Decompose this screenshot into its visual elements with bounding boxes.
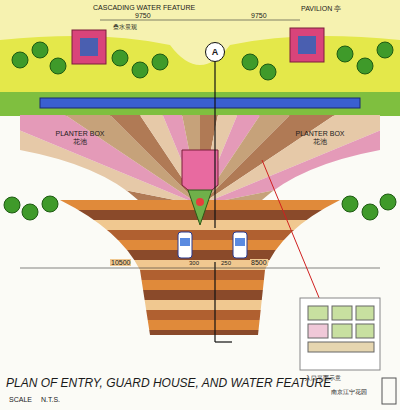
section-line xyxy=(215,341,232,342)
stamp xyxy=(382,378,396,404)
section-callout: A xyxy=(205,42,225,62)
note-label: SCALE xyxy=(8,396,33,403)
planter-box: PLANTER BOX花池 xyxy=(280,128,360,148)
note-label: 叠水景观 xyxy=(112,23,138,32)
dimension-label: 10500 xyxy=(110,259,131,266)
dimension-label: 250 xyxy=(220,260,232,266)
leader-line xyxy=(262,160,320,300)
dimension-line xyxy=(20,268,380,269)
note-label: PAVILION 亭 xyxy=(300,4,342,14)
node-text: 花池 xyxy=(284,138,356,146)
lawn-ground xyxy=(0,0,400,95)
note-label: 南京江宁花园 xyxy=(330,388,368,397)
node-text: PLANTER BOX xyxy=(284,130,356,138)
paving-fan xyxy=(0,0,400,205)
node-text: 花池 xyxy=(44,138,116,146)
dimension-label: 9750 xyxy=(134,12,152,19)
dimension-line xyxy=(100,20,300,21)
dimension-label: 300 xyxy=(188,260,200,266)
planter-box: PLANTER BOX花池 xyxy=(40,128,120,148)
node-text: A xyxy=(212,47,219,57)
section-line xyxy=(214,62,215,228)
dimension-label: 8500 xyxy=(250,259,268,266)
hedge xyxy=(0,92,400,116)
section-line xyxy=(214,262,215,342)
key-plan xyxy=(300,298,380,370)
lawn xyxy=(0,36,400,92)
water-feature xyxy=(40,98,360,108)
pavilion xyxy=(72,28,324,64)
guard-house xyxy=(182,150,218,225)
note-label: N.T.S. xyxy=(40,396,61,403)
dimension-label: 9750 xyxy=(250,12,268,19)
drawing-title: PLAN OF ENTRY, GUARD HOUSE, AND WATER FE… xyxy=(6,376,331,390)
node-text: PLANTER BOX xyxy=(44,130,116,138)
note-label: CASCADING WATER FEATURE xyxy=(92,4,196,11)
cars xyxy=(178,232,247,258)
note-label: 入口平面示意 xyxy=(304,374,342,383)
